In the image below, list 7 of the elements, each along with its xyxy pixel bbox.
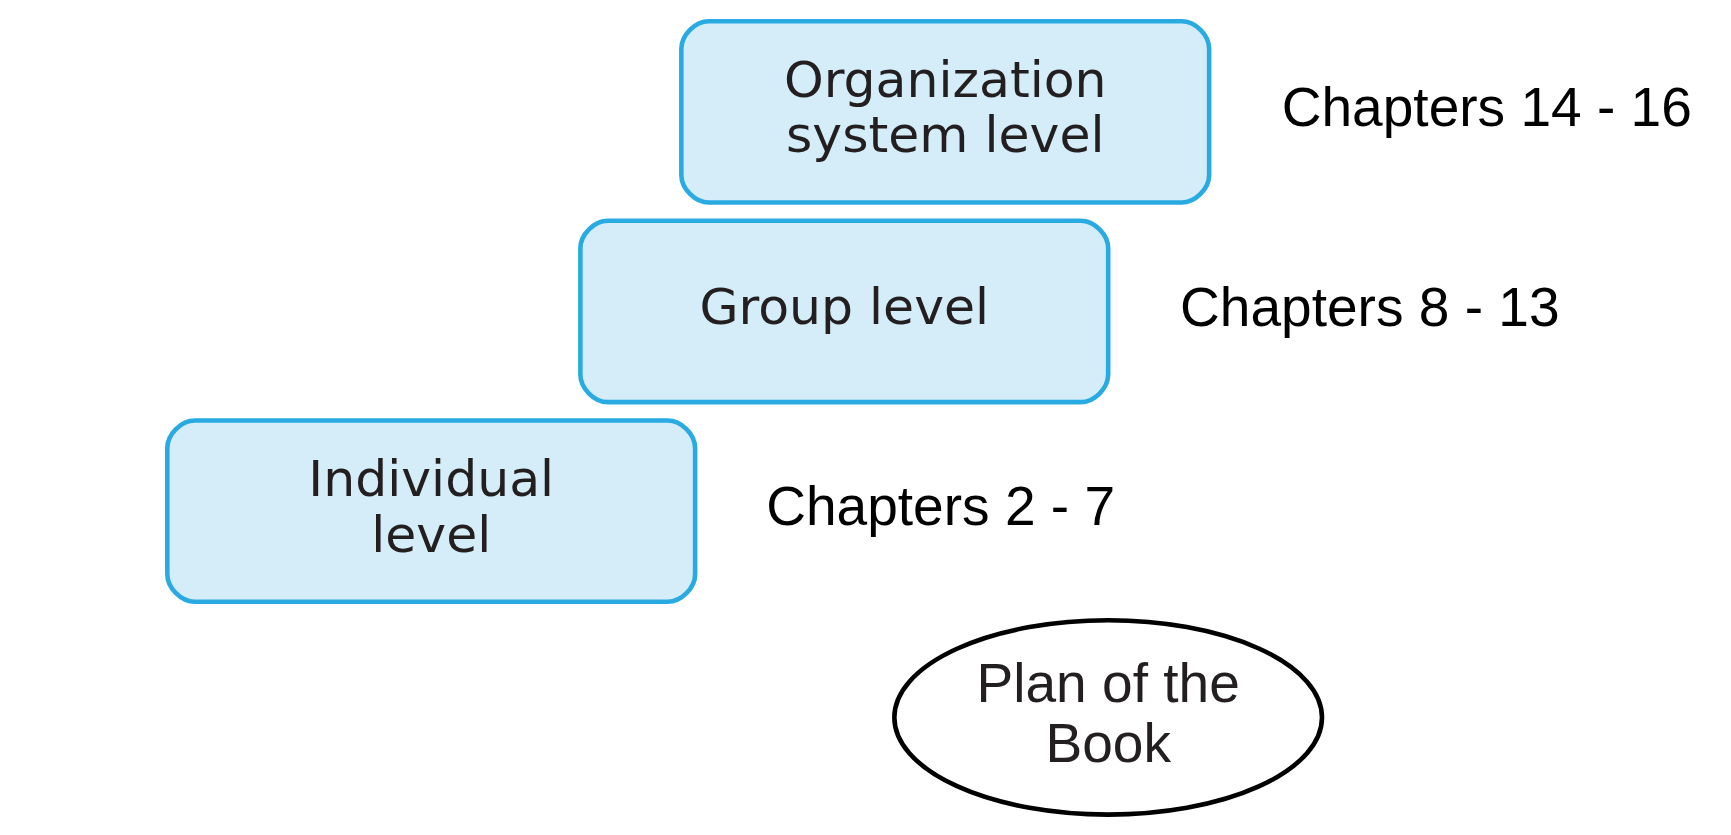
node-label: Chapters 2 - 7: [766, 474, 1116, 537]
node-label: Chapters 8 - 13: [1180, 275, 1560, 338]
node-box: Group level: [578, 218, 1111, 404]
node-box: Individual level: [165, 417, 698, 604]
node-ellipse: Plan of the Book: [892, 617, 1325, 817]
node-label: Chapters 14 - 16: [1281, 75, 1692, 138]
node-box: Organization system level: [679, 18, 1212, 205]
